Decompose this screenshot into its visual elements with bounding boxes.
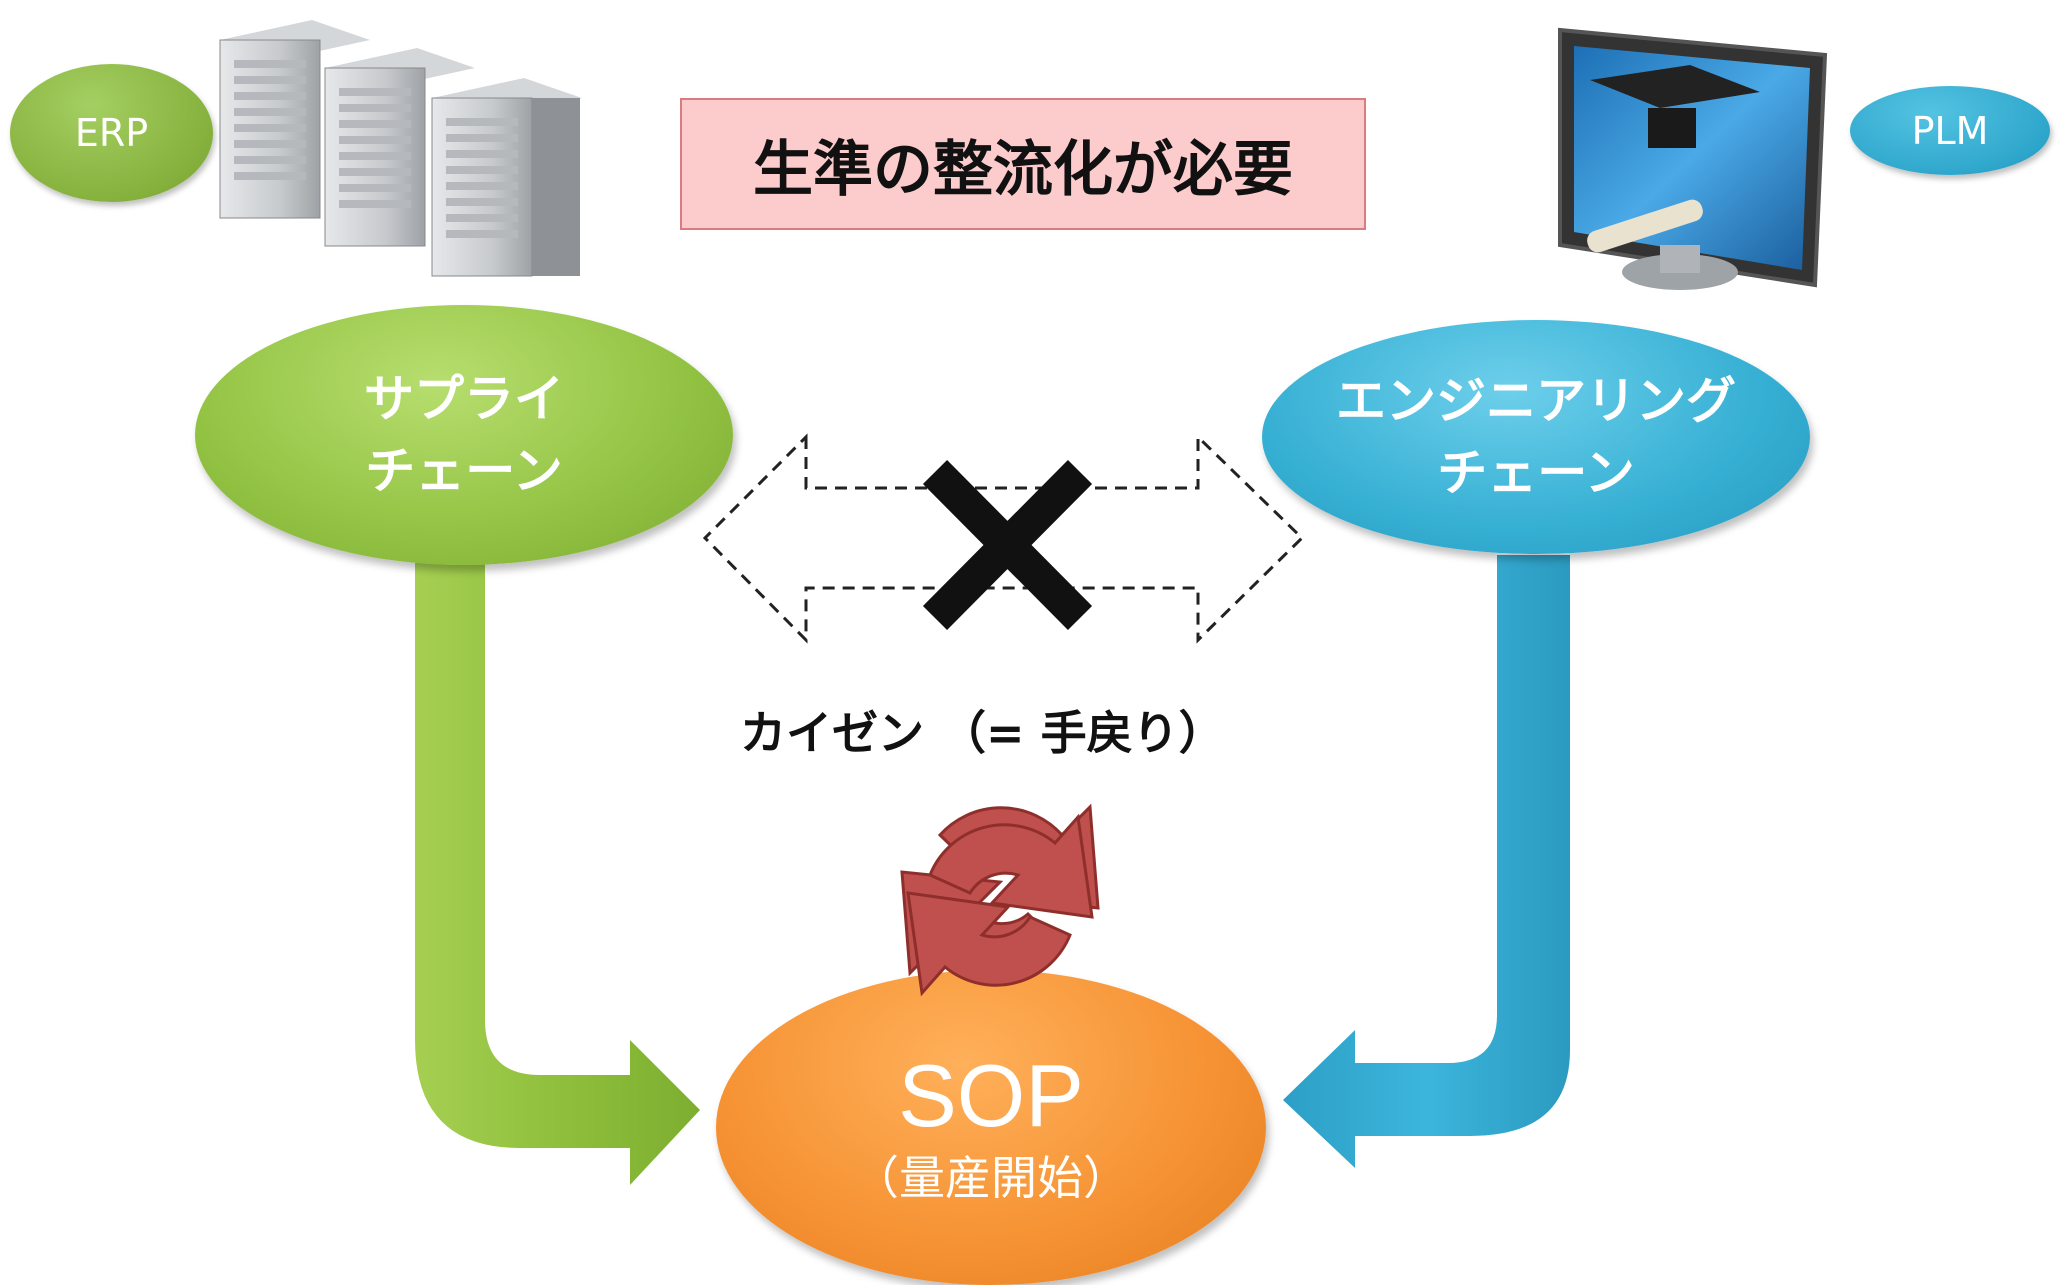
erp-badge: ERP bbox=[10, 64, 213, 202]
engineering-chain-arrow bbox=[1283, 555, 1570, 1168]
engineering-chain-label: エンジニアリング チェーン bbox=[1336, 372, 1736, 502]
headline-box: 生準の整流化が必要 bbox=[680, 98, 1366, 230]
plm-badge: PLM bbox=[1850, 86, 2050, 175]
plm-label: PLM bbox=[1911, 108, 1989, 153]
supply-chain-label: サプライ チェーン bbox=[364, 370, 564, 500]
erp-label: ERP bbox=[74, 111, 149, 155]
sop-title: SOP bbox=[898, 1045, 1084, 1145]
supply-chain-arrow bbox=[415, 555, 700, 1185]
engineering-chain-node: エンジニアリング チェーン bbox=[1262, 320, 1810, 554]
monitor-graduation-icon bbox=[1558, 27, 1828, 290]
supply-chain-node: サプライ チェーン bbox=[195, 305, 733, 565]
sop-subtitle: （量産開始） bbox=[853, 1150, 1129, 1205]
kaizen-label: カイゼン （= 手戻り） bbox=[740, 706, 1225, 760]
sop-node: SOP （量産開始） bbox=[716, 970, 1266, 1285]
server-rack-icon bbox=[219, 20, 582, 277]
refresh-cycle-overlay bbox=[906, 813, 1094, 997]
headline-text: 生準の整流化が必要 bbox=[753, 134, 1293, 205]
